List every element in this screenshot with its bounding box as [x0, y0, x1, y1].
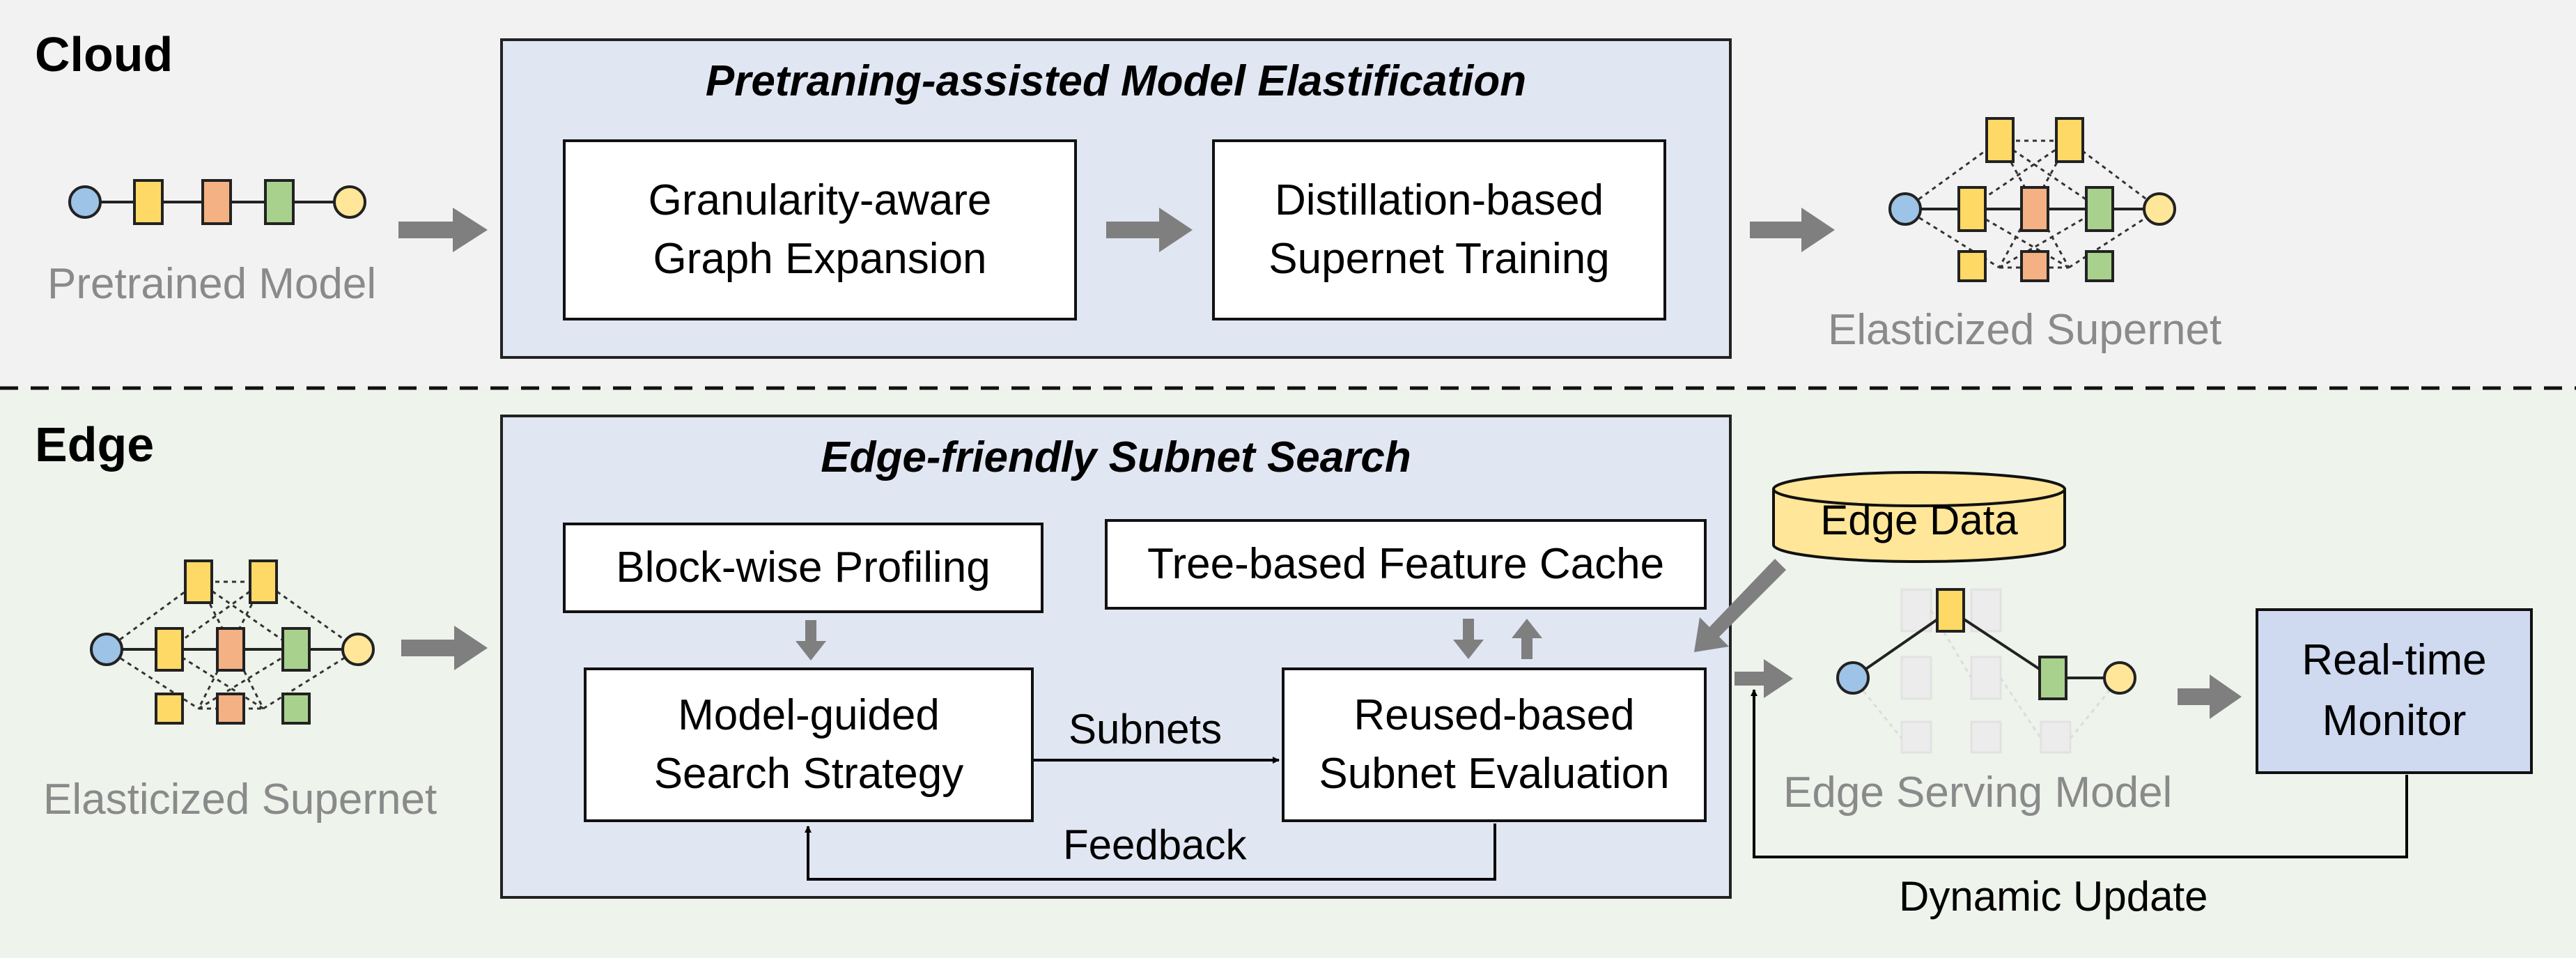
- edge-data-cylinder-icon: [1772, 471, 2066, 563]
- edge-serving-model-caption: Edge Serving Model: [1783, 768, 2173, 817]
- arrow-panel-to-supernet: [1750, 208, 1835, 252]
- cloud-section-title: Cloud: [35, 27, 173, 82]
- edge-data-label: Edge Data: [1820, 497, 2018, 543]
- arrow-pretrained-to-panel: [398, 208, 488, 252]
- cloud-supernet-icon: [1888, 117, 2176, 282]
- dynamic-update-label: Dynamic Update: [1899, 873, 2208, 920]
- edge-section-title: Edge: [35, 417, 155, 472]
- edge-supernet-icon: [90, 559, 375, 725]
- edge-elasticized-supernet-caption: Elasticized Supernet: [43, 775, 437, 824]
- block-wise-profiling-box: Block-wise Profiling: [563, 523, 1043, 613]
- cloud-elasticized-supernet-caption: Elasticized Supernet: [1828, 306, 2222, 354]
- graph-expansion-box: Granularity-aware Graph Expansion: [563, 139, 1077, 320]
- arrow-evaluation-to-cache: [1512, 619, 1542, 659]
- arrow-expansion-to-training: [1106, 208, 1193, 252]
- dynamic-update-arrow: [1751, 689, 2408, 858]
- arrow-edge-data-to-search: [1694, 559, 1786, 652]
- supernet-training-box: Distillation-based Supernet Training: [1212, 139, 1666, 320]
- arrow-search-to-serving: [1735, 659, 1793, 698]
- arrow-profiling-to-strategy: [796, 620, 826, 660]
- edge-serving-model-icon: [1836, 588, 2136, 754]
- feedback-label: Feedback: [1063, 821, 1247, 868]
- pretrained-model-icon: [68, 179, 366, 225]
- subnet-search-panel-title: Edge-friendly Subnet Search: [821, 433, 1411, 481]
- subnet-evaluation-box: Reused-based Subnet Evaluation: [1282, 667, 1707, 822]
- arrow-supernet-to-search: [401, 626, 488, 670]
- elastification-panel-title: Pretraning-assisted Model Elastification: [705, 57, 1527, 105]
- pretrained-model-caption: Pretrained Model: [47, 260, 377, 308]
- feature-cache-box: Tree-based Feature Cache: [1105, 519, 1707, 610]
- subnets-label: Subnets: [1069, 706, 1223, 752]
- real-time-monitor-box: Real-time Monitor: [2256, 608, 2533, 774]
- search-strategy-box: Model-guided Search Strategy: [584, 667, 1034, 822]
- feedback-arrow: [805, 824, 1496, 881]
- arrow-serving-to-monitor: [2178, 674, 2242, 719]
- arrow-cache-to-evaluation: [1453, 619, 1484, 659]
